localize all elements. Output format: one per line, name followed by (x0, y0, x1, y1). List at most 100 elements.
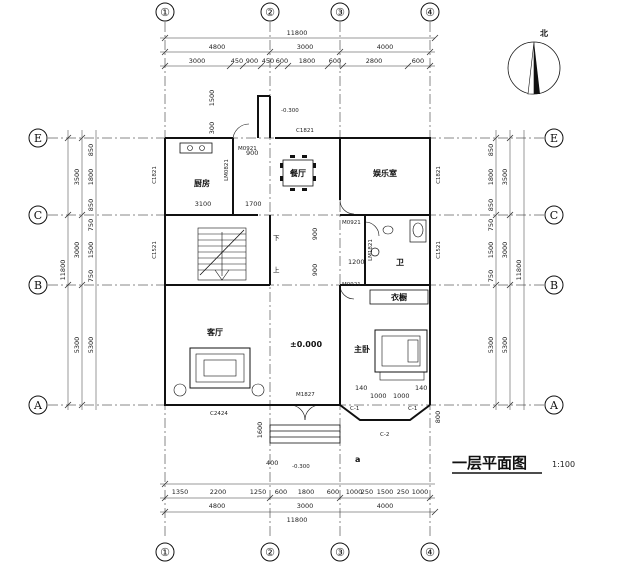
dim-left-o2: 850 (87, 199, 95, 211)
axis-bubble-C-right: C (544, 205, 564, 225)
door-m0921-b: M0921 (342, 220, 361, 226)
dim-right-m1: 3000 (501, 242, 509, 259)
plan-title: 一层平面图 1:100 (452, 454, 575, 474)
master-bedroom-label: 主卧 (354, 344, 370, 354)
bathroom: 卫 (370, 219, 427, 267)
svg-text:①: ① (160, 546, 170, 559)
axis-bubble-E-left: E (28, 128, 48, 148)
axis-bubble-2: ② (260, 2, 280, 22)
svg-text:A: A (33, 399, 43, 412)
axis-bubble-3: ③ (330, 2, 350, 22)
window-c1521-left: C1521 (152, 241, 158, 259)
dim-left-m2: 5300 (73, 337, 81, 354)
window-c1821-left: C1821 (152, 166, 158, 184)
dim-inner-400: 400 (266, 459, 278, 467)
dimension-lines (67, 37, 525, 513)
dim-top-1: 4800 (209, 43, 226, 51)
dim-right-o2: 850 (487, 199, 495, 211)
living-room-label: 客厅 (206, 327, 223, 337)
svg-text:①: ① (160, 6, 170, 19)
svg-text:②: ② (265, 546, 275, 559)
dim-top-r2-2: 900 (246, 57, 258, 65)
left-dimensions: 850 1800 850 750 1500 750 5300 3500 3000… (59, 144, 95, 353)
window-c1521-right: C1521 (436, 241, 442, 259)
svg-text:C: C (34, 209, 42, 222)
section-a-bottom: a (355, 455, 360, 464)
dim-right-o0: 850 (487, 144, 495, 156)
elev-bottom-label: -0.300 (292, 464, 310, 470)
dim-left-m0: 3500 (73, 169, 81, 186)
dim-inner-900: 900 (246, 149, 258, 157)
svg-text:④: ④ (425, 6, 435, 19)
dimension-ticks (64, 34, 514, 516)
dim-inner-1500: 1500 (208, 90, 216, 107)
north-arrow: 北 (507, 28, 561, 95)
dim-top-r2-8: 600 (412, 57, 424, 65)
dim-left-m1: 3000 (73, 242, 81, 259)
dim-inner-140a: 140 (355, 384, 367, 392)
dim-inner-1700: 1700 (245, 200, 262, 208)
dim-right-total: 11800 (515, 260, 523, 281)
dim-bot-r1-9: 250 (397, 488, 409, 496)
dim-top-3: 4000 (377, 43, 394, 51)
walls (164, 95, 431, 421)
door-swings (232, 123, 380, 421)
window-c2: C-2 (380, 432, 389, 438)
dim-kitchen: 3100 (195, 200, 212, 208)
axis-bubble-E-right: E (544, 128, 564, 148)
dim-inner-900b: 900 (311, 228, 319, 240)
dim-right-m2: 5300 (501, 337, 509, 354)
svg-text:B: B (550, 279, 558, 292)
north-label: 北 (540, 28, 548, 38)
dim-top-r2-6: 600 (329, 57, 341, 65)
entertainment-label: 娱乐室 (373, 168, 397, 178)
plan-scale: 1:100 (552, 460, 575, 469)
axis-bubble-2-bottom: ② (260, 542, 280, 562)
dim-bot-r2-2: 4000 (377, 502, 394, 510)
door-lm1821: LM1821 (368, 239, 374, 261)
dim-inner-900c: 900 (311, 264, 319, 276)
dim-bot-r2-1: 3000 (297, 502, 314, 510)
master-bed: 主卧 (354, 329, 428, 381)
svg-text:C: C (550, 209, 558, 222)
wardrobe-label: 衣橱 (391, 292, 407, 302)
bathroom-label: 卫 (396, 258, 404, 267)
window-c1-a: C-1 (350, 406, 359, 412)
dining: 餐厅 (280, 155, 316, 191)
axis-bubble-B-left: B (28, 275, 48, 295)
dim-inner-1200: 1200 (348, 258, 365, 266)
elev-floor-label: ±0.000 (290, 340, 322, 349)
axis-bubble-3-bottom: ③ (330, 542, 350, 562)
dim-inner-1000b: 1000 (393, 392, 410, 400)
wardrobe: 衣橱 (369, 289, 429, 305)
entry-steps (269, 424, 341, 444)
dim-top-2: 3000 (297, 43, 314, 51)
axis-bubble-B-right: B (544, 275, 564, 295)
dim-bot-r1-1: 2200 (210, 488, 227, 496)
dim-left-total: 11800 (59, 260, 67, 281)
svg-text:③: ③ (335, 6, 345, 19)
dim-top-r2-4: 600 (276, 57, 288, 65)
axis-bubble-1: ① (155, 2, 175, 22)
dim-top-r2-7: 2800 (366, 57, 383, 65)
door-m1827: M1827 (296, 392, 315, 398)
svg-text:A: A (549, 399, 559, 412)
dim-bot-total: 11800 (287, 516, 308, 524)
living-sofa: 客厅 (173, 327, 265, 397)
door-m0921-a: M0921 (238, 146, 257, 152)
dim-bot-r1-0: 1350 (172, 488, 189, 496)
axis-bubble-4: ④ (420, 2, 440, 22)
dim-right-o3: 750 (487, 219, 495, 231)
dim-bot-r1-10: 1000 (412, 488, 429, 496)
bottom-dimensions: 1350 2200 1250 600 1800 600 1000 250 150… (172, 488, 429, 524)
dim-left-o6: 5300 (87, 337, 95, 354)
dim-left-o1: 1800 (87, 169, 95, 186)
dim-right-o6: 5300 (487, 337, 495, 354)
svg-text:E: E (550, 132, 558, 145)
dim-bot-r1-6: 1000 (346, 488, 363, 496)
dim-bot-r1-5: 600 (327, 488, 339, 496)
axis-bubbles: ① ② ③ ④ ① ② ③ ④ E C B A E C B A (28, 2, 564, 562)
dim-top-r2-0: 3000 (189, 57, 206, 65)
dim-bot-r1-7: 250 (361, 488, 373, 496)
